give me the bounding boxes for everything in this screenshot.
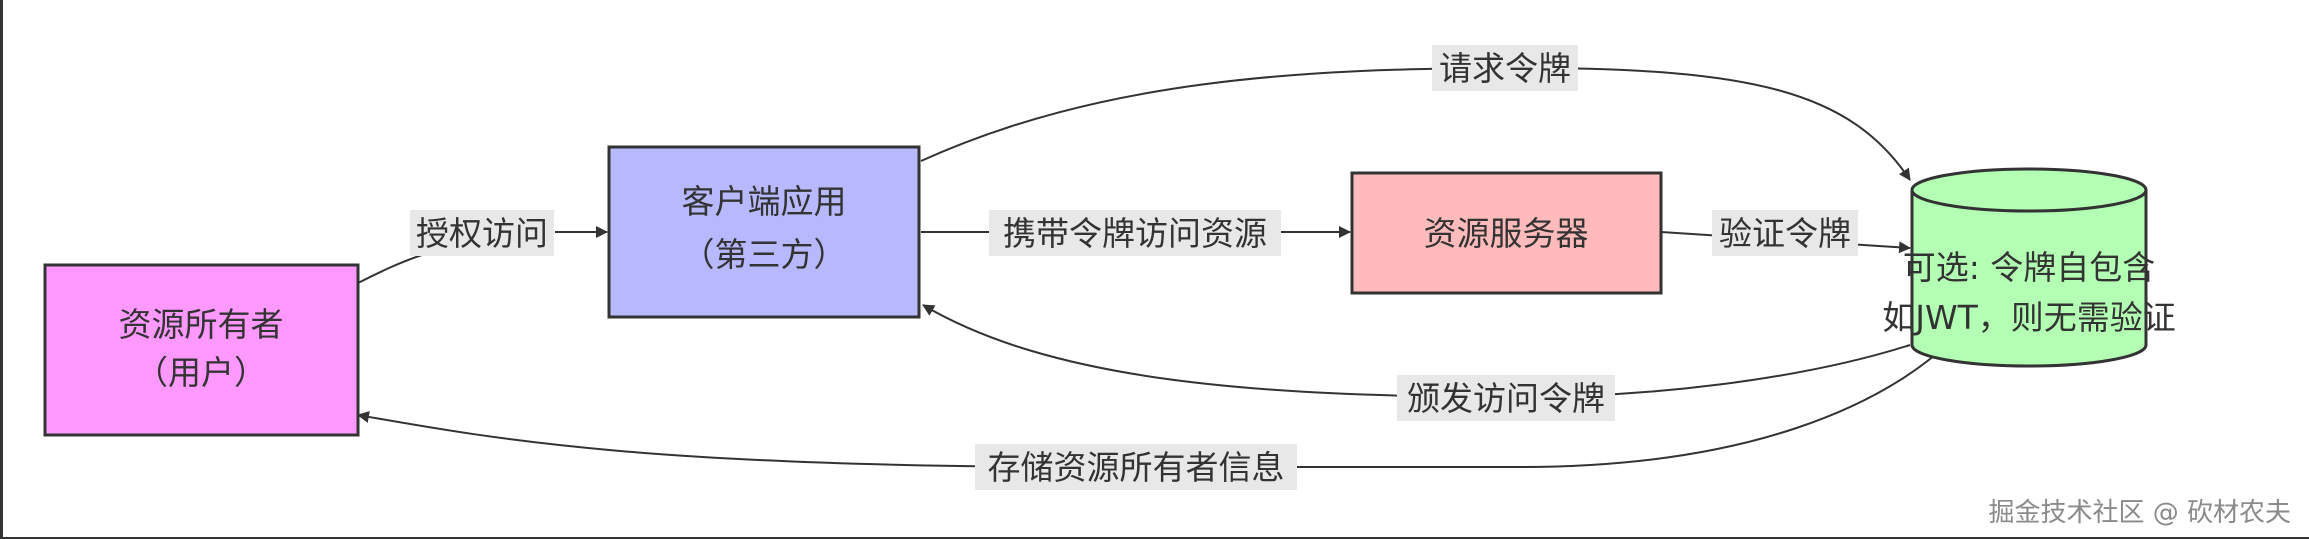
node-token-storage-line2: 如JWT，则无需验证 <box>1882 298 2176 337</box>
edge-label-request-token: 请求令牌 <box>1432 45 1578 91</box>
edge-label-store-info: 存储资源所有者信息 <box>975 444 1297 490</box>
node-resource-owner-line1: 资源所有者 <box>119 305 284 344</box>
svg-text:验证令牌: 验证令牌 <box>1719 214 1851 253</box>
svg-text:请求令牌: 请求令牌 <box>1439 49 1571 88</box>
edge-authorize <box>357 253 426 284</box>
node-resource-server[interactable]: 资源服务器 <box>1350 171 1663 295</box>
node-client-app-line2: （第三方） <box>682 235 847 274</box>
svg-text:存储资源所有者信息: 存储资源所有者信息 <box>988 448 1285 487</box>
node-token-storage-line1: 可选: 令牌自包含 <box>1903 248 2156 287</box>
watermark: 掘金技术社区 @ 砍材农夫 <box>1988 498 2291 528</box>
node-token-storage[interactable]: 可选: 令牌自包含 如JWT，则无需验证 <box>1882 167 2176 368</box>
edge-label-verify-token: 验证令牌 <box>1712 210 1858 256</box>
svg-text:携带令牌访问资源: 携带令牌访问资源 <box>1003 214 1267 253</box>
node-client-app[interactable]: 客户端应用 （第三方） <box>607 145 921 319</box>
node-resource-server-label: 资源服务器 <box>1424 214 1589 253</box>
node-client-app-line1: 客户端应用 <box>682 182 847 221</box>
edge-label-authorize: 授权访问 <box>410 210 554 256</box>
node-resource-owner[interactable]: 资源所有者 （用户） <box>43 263 360 437</box>
edge-label-issue-token: 颁发访问令牌 <box>1397 375 1615 421</box>
node-resource-owner-line2: （用户） <box>135 353 267 392</box>
edge-label-access-with-token: 携带令牌访问资源 <box>989 210 1281 256</box>
svg-text:授权访问: 授权访问 <box>416 214 548 253</box>
svg-text:颁发访问令牌: 颁发访问令牌 <box>1407 379 1605 418</box>
edge-request-token <box>920 66 1911 181</box>
